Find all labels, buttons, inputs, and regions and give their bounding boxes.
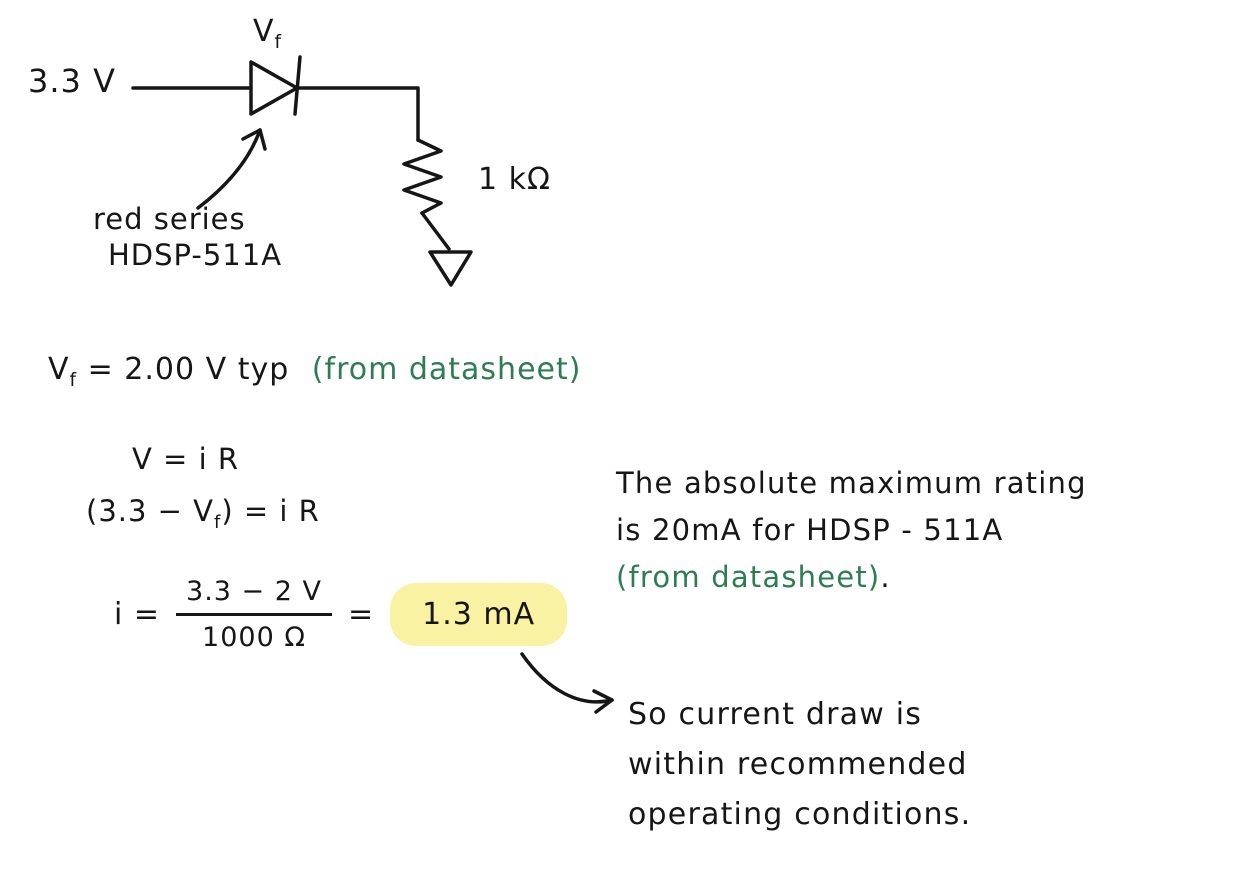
substituted-close: ) = i R [221, 494, 320, 528]
max-rating-line1: The absolute maximum rating [616, 466, 1087, 500]
vf-note-v: V [48, 352, 70, 387]
ground-symbol [428, 250, 473, 287]
wire-resistor-to-ground [420, 211, 451, 251]
vf-note-source: (from datasheet) [311, 352, 582, 387]
circuit-drawing [131, 55, 473, 287]
diode-anode-triangle [249, 60, 299, 116]
conclusion-line1: So current draw is [628, 697, 923, 732]
vf-note-value: = 2.00 V typ [87, 352, 290, 387]
vf-note-sub: f [69, 370, 78, 391]
conclusion-line2: within recommended [628, 747, 968, 782]
supply-voltage-label: 3.3 V [28, 62, 116, 100]
equals-sign: = [347, 597, 375, 632]
diode-cathode-bar [293, 55, 302, 116]
substituted-open: (3.3 − V [86, 494, 215, 528]
ohms-law-substituted: (3.3 − Vf) = i R [86, 494, 320, 533]
vf-label: Vf [253, 14, 282, 53]
current-lhs: i = [114, 597, 161, 632]
result-pointer-arrow [520, 652, 614, 714]
max-rating-source: (from datasheet) [616, 560, 881, 594]
max-rating-line3: (from datasheet). [616, 554, 1087, 601]
diode-pointer-arrow [196, 128, 262, 210]
result-arrow-curve [520, 652, 614, 704]
conclusion-note: So current draw is within recommended op… [628, 690, 971, 840]
wire-diode-to-resistor [297, 86, 420, 142]
substituted-sub: f [214, 511, 222, 533]
resistor-value-label: 1 kΩ [478, 162, 551, 197]
vf-label-v: V [253, 14, 275, 49]
ohms-law-equation: V = i R [132, 442, 239, 476]
diode-annotation-line1: red series [93, 202, 246, 236]
result-value: 1.3 mA [390, 583, 568, 646]
diode-pointer-arrowhead [241, 128, 267, 151]
current-calculation: i = 3.3 − 2 V 1000 Ω = 1.3 mA [114, 576, 568, 653]
max-rating-note: The absolute maximum rating is 20mA for … [616, 460, 1087, 601]
fraction-denominator: 1000 Ω [202, 622, 306, 653]
max-rating-line2: is 20mA for HDSP - 511A [616, 513, 1004, 547]
fraction: 3.3 − 2 V 1000 Ω [176, 576, 332, 653]
vf-label-sub: f [274, 32, 283, 53]
conclusion-line3: operating conditions. [628, 797, 972, 832]
fraction-numerator: 3.3 − 2 V [176, 576, 332, 616]
diode-annotation-line2: HDSP-511A [108, 238, 283, 272]
result-arrow-head [592, 689, 614, 714]
resistor-symbol [402, 138, 443, 215]
vf-datasheet-note: Vf = 2.00 V typ (from datasheet) [48, 352, 581, 391]
max-rating-period: . [880, 560, 891, 594]
